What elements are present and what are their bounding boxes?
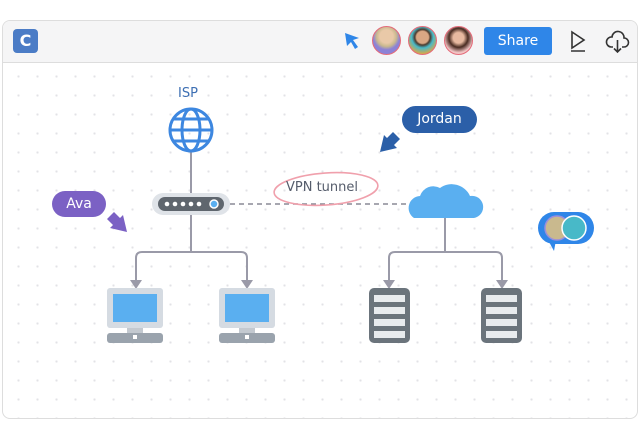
app-logo[interactable]: C [13,29,38,53]
computer-icon [107,288,163,343]
connector [135,152,248,285]
arrowheads [130,280,508,289]
jordan-cursor-icon [380,132,400,152]
avatar-collaborator-1[interactable] [372,26,401,55]
vpn-highlight [273,171,379,207]
toolbar: C Share [3,21,637,63]
server-icon [369,288,410,343]
router-icon [152,193,230,215]
connector [388,218,503,285]
avatar-collaborator-3[interactable] [444,26,473,55]
server-icon [481,288,522,343]
globe-icon [168,107,214,153]
play-icon[interactable] [566,29,588,53]
app-window: C Share [2,20,638,419]
avatar-collaborator-2[interactable] [408,26,437,55]
cursor-label-ava: Ava [52,191,106,217]
cloud-icon [408,184,484,218]
cursor-label-jordan: Jordan [402,106,477,133]
ava-cursor-icon [107,212,127,232]
cloud-download-icon[interactable] [605,29,631,55]
cursor-icon [345,33,359,49]
computer-icon [219,288,275,343]
chat-bubble-icon [538,212,594,251]
vpn-tunnel-label: VPN tunnel [286,180,359,195]
isp-label: ISP [178,86,198,101]
share-button[interactable]: Share [484,27,552,55]
